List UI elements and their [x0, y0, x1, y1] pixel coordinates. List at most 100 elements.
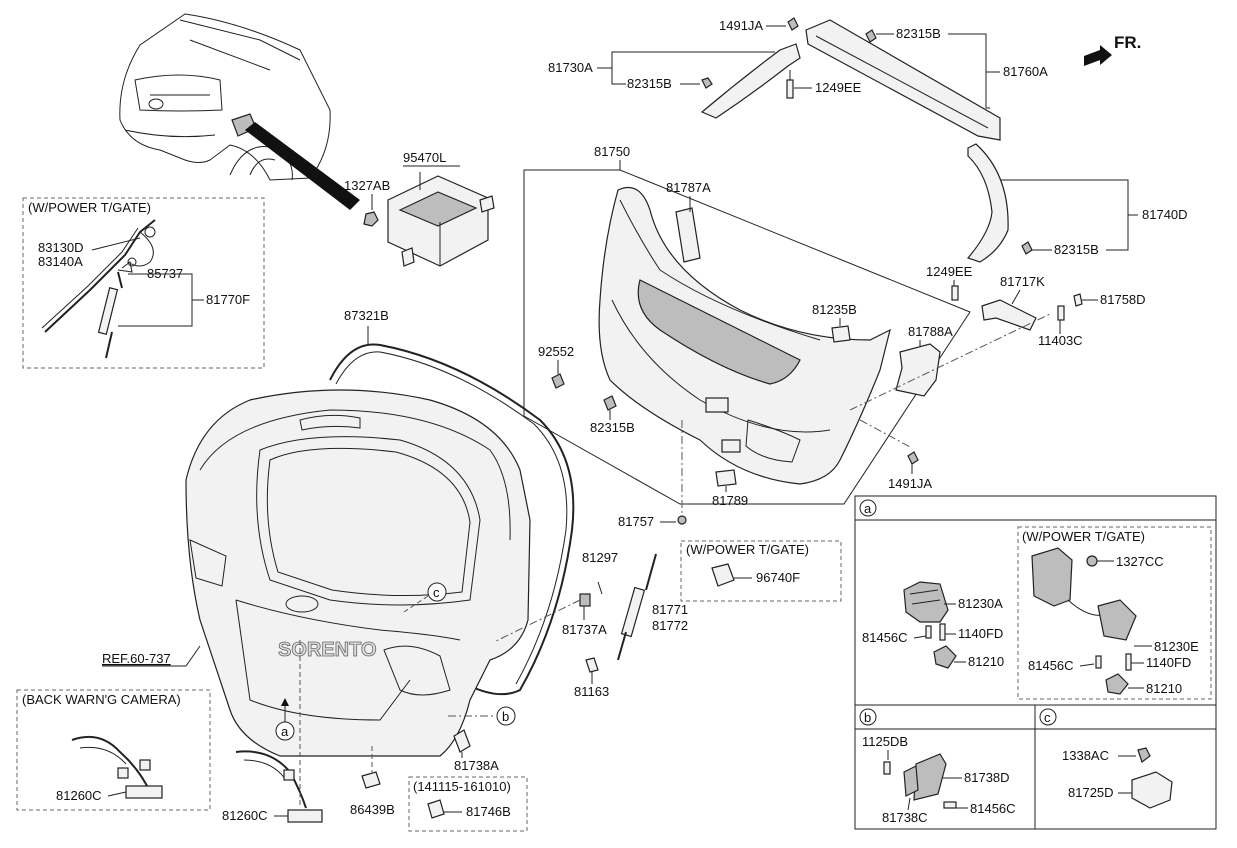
label-82315b-d: 82315B — [590, 420, 635, 435]
label-81210-a: 81210 — [968, 654, 1004, 669]
reference-ref-60-737: REF.60-737 — [102, 651, 171, 666]
label-81456c-b: 81456C — [1028, 658, 1074, 673]
label-81788a: 81788A — [908, 324, 953, 339]
date-range-box — [408, 776, 528, 832]
bolt-81163 — [585, 657, 599, 673]
callout-c-marker — [427, 582, 447, 602]
label-1327cc: 1327CC — [1116, 554, 1164, 569]
garnish-81740d — [966, 143, 1009, 263]
power-tgate-mid-title: (W/POWER T/GATE) — [686, 542, 809, 557]
bolt-81456c-c — [943, 801, 957, 809]
garnish-81730a — [700, 43, 801, 119]
clip-1491ja-bot — [907, 451, 919, 465]
camera-harness-2 — [235, 750, 323, 823]
label-81163: 81163 — [574, 684, 609, 699]
front-direction-indicator: FR. — [1084, 33, 1141, 66]
label-1338ac: 1338AC — [1062, 748, 1109, 763]
leader-wedge — [245, 122, 360, 210]
label-81456c-a: 81456C — [862, 630, 908, 645]
bracket-81725d — [1131, 771, 1173, 809]
label-83140a: 83140A — [38, 254, 83, 269]
nut-1338ac — [1137, 747, 1151, 763]
bolt-1125db — [883, 761, 891, 775]
nut-1327cc — [1086, 555, 1098, 567]
label-92552: 92552 — [538, 344, 574, 359]
bumper-81738c — [903, 765, 919, 797]
detail-b-marker — [859, 708, 877, 726]
label-95470l: 95470L — [403, 150, 446, 165]
label-1125db: 1125DB — [862, 734, 908, 749]
label-81758d: 81758D — [1100, 292, 1146, 307]
bumper-81737a — [579, 593, 591, 607]
label-82315b-a: 82315B — [627, 76, 672, 91]
label-81456c-c: 81456C — [970, 801, 1016, 816]
cap-86439b — [361, 771, 381, 789]
bolt-1140fd-b — [1125, 653, 1132, 671]
clip-81757 — [677, 515, 687, 525]
label-82315b-b: 82315B — [896, 26, 941, 41]
label-11403c: 11403C — [1038, 333, 1083, 348]
callout-b-letter: b — [502, 709, 509, 724]
label-81230e: 81230E — [1154, 639, 1199, 654]
handle-81717k — [981, 299, 1037, 331]
bolt-81456c-b — [1095, 655, 1102, 669]
detail-b-letter: b — [864, 710, 871, 725]
bolt-1140fd-a — [939, 623, 946, 641]
label-81230a: 81230A — [958, 596, 1003, 611]
label-81770f: 81770F — [206, 292, 250, 307]
label-81746b: 81746B — [466, 804, 511, 819]
date-range-title: (141115-161010) — [413, 779, 511, 794]
screw-11403c — [1057, 305, 1065, 321]
label-1140fd-a: 1140FD — [958, 626, 1003, 641]
nut-1327ab — [363, 211, 379, 227]
bumper-81738d — [913, 753, 947, 801]
vehicle-sketch — [119, 13, 360, 210]
label-1491ja-top: 1491JA — [719, 18, 763, 33]
clip-92552 — [551, 373, 565, 389]
power-tgate-box-a — [1017, 526, 1212, 700]
trim-panel-81750 — [598, 186, 891, 485]
callout-b-marker — [496, 706, 516, 726]
nut-82315b-b — [865, 29, 877, 43]
label-81297: 81297 — [582, 550, 618, 565]
nut-82315b-d — [603, 395, 617, 411]
tailgate-badge: SORENTO — [278, 639, 377, 661]
label-81260c-b: 81260C — [222, 808, 268, 823]
callout-a-letter: a — [281, 724, 289, 739]
label-81725d: 81725D — [1068, 785, 1114, 800]
fr-label: FR. — [1114, 33, 1141, 52]
label-1249ee-b: 1249EE — [926, 264, 973, 279]
bracket-81787a — [675, 207, 701, 263]
label-82315b-c: 82315B — [1054, 242, 1099, 257]
power-tgate-left-title: (W/POWER T/GATE) — [28, 200, 151, 215]
nut-82315b-a — [701, 77, 713, 89]
nut-82315b-c — [1021, 241, 1033, 255]
power-tgate-box-mid — [680, 540, 842, 602]
striker-81210-a — [933, 645, 957, 669]
label-81772: 81772 — [652, 618, 688, 633]
grommet-81746b — [427, 799, 445, 819]
bumper-81738a — [453, 729, 471, 753]
module-95470l — [387, 165, 495, 267]
label-81235b: 81235B — [812, 302, 857, 317]
label-81750: 81750 — [594, 144, 630, 159]
label-81737a: 81737A — [562, 622, 607, 637]
label-81738a: 81738A — [454, 758, 499, 773]
camera-harness-1 — [71, 736, 163, 799]
label-81757: 81757 — [618, 514, 654, 529]
gas-strut-81770f — [97, 271, 123, 359]
cover-81788a — [895, 343, 941, 397]
label-81738c: 81738C — [882, 810, 928, 825]
label-1140fd-b: 1140FD — [1146, 655, 1191, 670]
label-1491ja-bot: 1491JA — [888, 476, 932, 491]
detail-a-marker — [859, 499, 877, 517]
gas-strut-81771-81772 — [617, 553, 657, 661]
label-81760a: 81760A — [1003, 64, 1048, 79]
label-81771: 81771 — [652, 602, 688, 617]
switch-96740f — [711, 563, 735, 587]
bolt-81456c-a — [925, 625, 932, 639]
label-87321b: 87321B — [344, 308, 389, 323]
latch-81230e — [1031, 547, 1137, 641]
label-81787a: 81787A — [666, 180, 711, 195]
